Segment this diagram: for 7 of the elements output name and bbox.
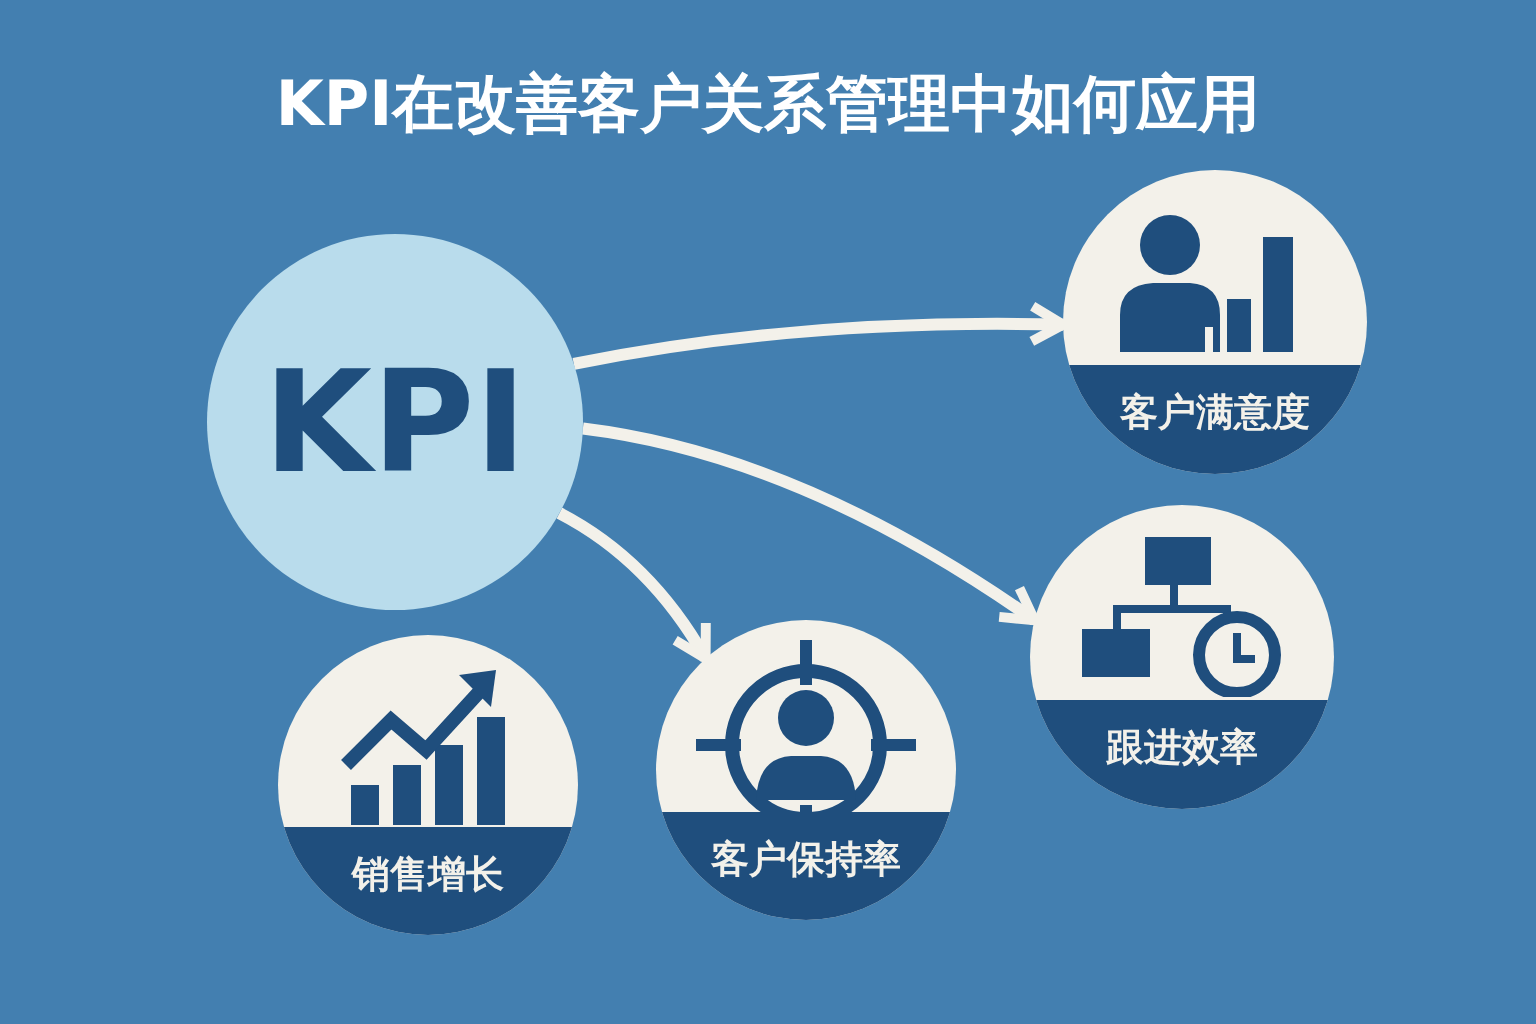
node-label: 客户保持率 (711, 836, 901, 883)
node-label: KPI (263, 340, 527, 504)
node-label: 跟进效率 (1106, 724, 1258, 771)
node-label: 销售增长 (352, 851, 504, 898)
node-label: 客户满意度 (1120, 389, 1310, 436)
arrow (556, 507, 711, 664)
title: KPI在改善客户关系管理中如何应用 (275, 67, 1261, 140)
